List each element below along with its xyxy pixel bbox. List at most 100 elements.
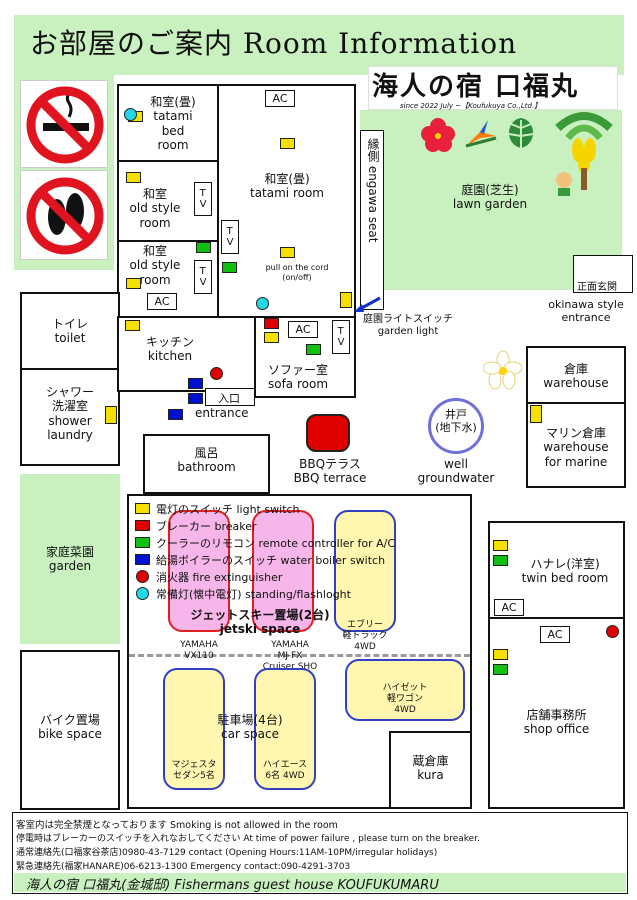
tatami-main-room-label: 和室(畳) tatami room — [250, 172, 324, 201]
light-switch[interactable] — [126, 278, 141, 289]
ac-remote[interactable] — [196, 242, 211, 253]
monstera-icon — [502, 114, 540, 152]
no-shoes-icon — [20, 170, 108, 260]
footer-line-3: 通常連絡先(口福家谷茶店)0980-43-7129 contact (Openi… — [16, 848, 438, 858]
old-style-room-1-label: 和室 old style room — [129, 187, 181, 230]
car-slot-hiace — [254, 668, 316, 790]
tv-old-style-1: T V — [194, 182, 212, 216]
breaker[interactable] — [264, 318, 279, 329]
kitchen-label: キッチン kitchen — [145, 335, 194, 364]
garden-light-arrow-icon — [352, 294, 382, 314]
lawn-garden-label: 庭園(芝生) lawn garden — [452, 183, 528, 212]
legend-item-1: 電灯のスイッチ light switch — [156, 503, 300, 516]
banana-tree-icon — [548, 108, 620, 198]
footer-line-2: 停電時はブレーカーのスイッチを入れなおしてください At time of pow… — [16, 834, 480, 844]
toilet-label: トイレ toilet — [51, 317, 88, 346]
brand-since: since 2022 July ~【Koufukuya Co.,Ltd.】 — [400, 102, 542, 110]
well-en-label: well groundwater — [417, 457, 495, 486]
toilet-room — [20, 292, 120, 370]
every-label: エブリー 軽トラック 4WD — [342, 620, 388, 652]
bathroom-label: 風呂 bathroom — [177, 446, 236, 475]
light-switch[interactable] — [530, 405, 542, 423]
sofa-label: ソファー室 sofa room — [267, 363, 329, 392]
tv-sofa: T V — [332, 320, 350, 354]
entrance-jp-label: 入口 — [218, 392, 240, 405]
fire-extinguisher — [606, 625, 619, 638]
footer-line-4: 緊急連絡先(福家HANARE)06-6213-1300 Emergency co… — [16, 862, 351, 872]
ac-unit-shop: AC — [540, 626, 570, 643]
well-label: 井戸 (地下水) — [435, 408, 477, 435]
majesta-label: マジェスタ セダン5名 — [171, 760, 217, 781]
parking-divider — [129, 654, 470, 657]
fire-extinguisher — [210, 367, 223, 380]
light-switch[interactable] — [493, 540, 508, 551]
flashlight — [124, 108, 137, 121]
light-switch[interactable] — [125, 320, 140, 331]
light-switch[interactable] — [126, 172, 141, 183]
well-icon — [428, 398, 484, 454]
lawn-area-top — [14, 15, 624, 75]
twin-bed-label: ハナレ(洋室) twin bed room — [521, 557, 609, 586]
okinawa-entrance-label: okinawa style entrance — [548, 298, 624, 325]
legend-item-3: クーラーのリモコン remote controller for A/C — [156, 537, 396, 550]
ac-remote[interactable] — [222, 262, 237, 273]
kura-storage — [389, 731, 472, 809]
water-boiler-switch[interactable] — [188, 378, 203, 389]
home-garden-area — [20, 474, 120, 644]
yamaha-mjfx-label: YAMAHA MJ-FX Cruiser SHO — [262, 640, 318, 672]
garden-light-label: 庭園ライトスイッチ garden light — [363, 314, 453, 337]
brand-name: 海人の宿 口福丸 — [372, 72, 580, 102]
footer-bottom-text: 海人の宿 口福丸(金城邸) Fishermans guest house KOU… — [26, 878, 439, 893]
ac-unit-tatami: AC — [265, 90, 295, 107]
jetski-slot-1 — [168, 510, 230, 632]
water-boiler-switch[interactable] — [188, 393, 203, 404]
car-slot-hijet — [345, 659, 465, 721]
ac-remote[interactable] — [493, 555, 508, 566]
footer-line-1: 客室内は完全禁煙となっております Smoking is not allowed … — [16, 820, 338, 831]
yamaha-vx110-label: YAMAHA VX110 — [180, 640, 218, 661]
front-entrance-box — [573, 255, 633, 293]
water-boiler-switch[interactable] — [168, 409, 183, 420]
hijet-label: ハイゼット 軽ワゴン 4WD — [382, 683, 428, 715]
hibiscus-icon — [420, 116, 456, 152]
pull-cord-note: pull on the cord (on/off) — [265, 263, 329, 282]
car-space-label: 駐車場(4台) car space — [217, 713, 283, 742]
page-title: お部屋のご案内 Room Information — [30, 27, 518, 60]
light-switch[interactable] — [493, 649, 508, 660]
legend-light-switch-icon — [135, 503, 150, 514]
light-switch[interactable] — [264, 332, 279, 343]
legend-item-5: 消火器 fire extinguisher — [156, 571, 283, 584]
legend-fire-extinguisher-icon — [136, 570, 149, 583]
flashlight — [256, 297, 269, 310]
ac-unit-old-style: AC — [147, 293, 177, 310]
bike-space-label: バイク置場 bike space — [38, 713, 102, 742]
bike-space — [20, 650, 120, 810]
bathroom — [143, 434, 270, 494]
legend-boiler-icon — [135, 554, 150, 565]
no-smoking-icon — [20, 80, 108, 168]
ac-remote[interactable] — [306, 344, 321, 355]
jetski-space-label: ジェットスキー置場(2台) jetski space — [190, 608, 330, 637]
ac-unit-twin: AC — [494, 599, 524, 616]
shop-office-label: 店舗事務所 shop office — [523, 708, 590, 737]
legend-breaker-icon — [135, 520, 150, 531]
kitchen-room — [117, 316, 256, 392]
light-switch[interactable] — [340, 292, 352, 308]
bbq-label: BBQテラス BBQ terrace — [293, 457, 367, 486]
tv-old-style-2: T V — [194, 260, 212, 294]
light-switch[interactable] — [280, 138, 295, 149]
legend-item-6: 常備灯(懐中電灯) standing/flashloght — [156, 588, 351, 601]
every-slot — [334, 510, 396, 632]
entrance-door — [205, 388, 255, 406]
plumeria-icon — [482, 350, 523, 390]
light-switch[interactable] — [280, 247, 295, 258]
marine-warehouse-label: マリン倉庫 warehouse for marine — [543, 426, 609, 469]
marine-warehouse — [526, 402, 626, 488]
legend-item-4: 給湯ボイラーのスイッチ water boiler switch — [156, 554, 386, 567]
kura-label: 蔵倉庫 kura — [412, 754, 449, 783]
legend-flashlight-icon — [136, 587, 149, 600]
tatami-main-room — [217, 84, 356, 318]
ac-remote[interactable] — [493, 664, 508, 675]
light-switch[interactable] — [105, 406, 117, 424]
legend-item-2: ブレーカー breaker — [156, 520, 257, 533]
